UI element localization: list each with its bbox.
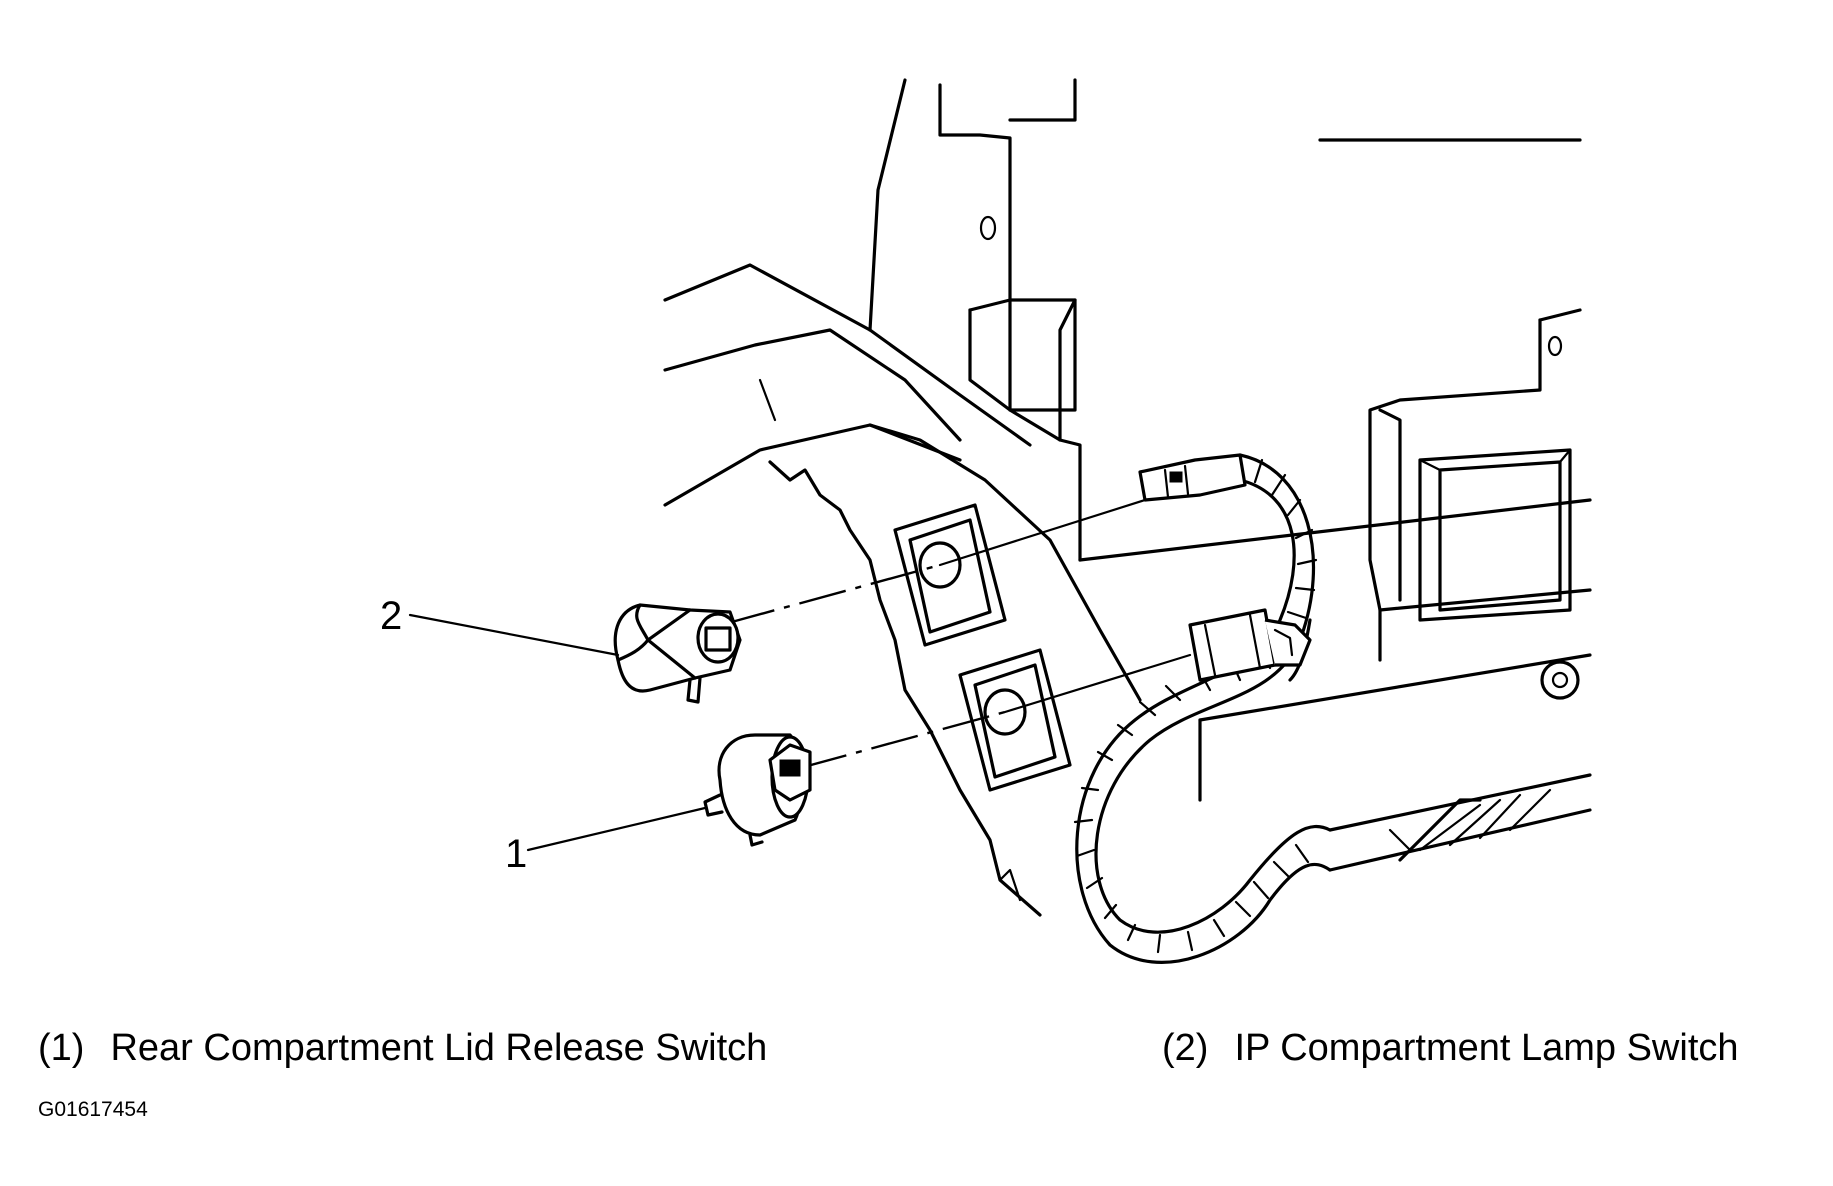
figure-id: G01617454: [38, 1098, 148, 1121]
legend-label-1: Rear Compartment Lid Release Switch: [110, 1027, 768, 1069]
switch-mounting-holes: [893, 503, 1072, 792]
legend-item-1: (1) Rear Compartment Lid Release Switch: [38, 1026, 767, 1070]
dash-trim-panel: [663, 263, 1142, 917]
callout-number-1: 1: [505, 832, 528, 876]
right-console-frame: [1078, 138, 1592, 872]
upper-support-bracket: [868, 78, 1082, 562]
wiring-harness: [1073, 453, 1332, 964]
rear-compartment-lid-release-switch: [703, 733, 812, 847]
legend-item-2: (2) IP Compartment Lamp Switch: [1162, 1026, 1739, 1070]
ip-compartment-lamp-switch: [613, 603, 742, 704]
legend-number-2: (2): [1162, 1027, 1209, 1069]
installation-axis-lines: [727, 498, 1192, 770]
harness-connectors: [1138, 453, 1312, 682]
callout-leader-lines: [408, 613, 707, 852]
callout-number-2: 2: [380, 594, 403, 638]
legend-label-2: IP Compartment Lamp Switch: [1234, 1027, 1739, 1069]
legend-number-1: (1): [38, 1027, 85, 1069]
